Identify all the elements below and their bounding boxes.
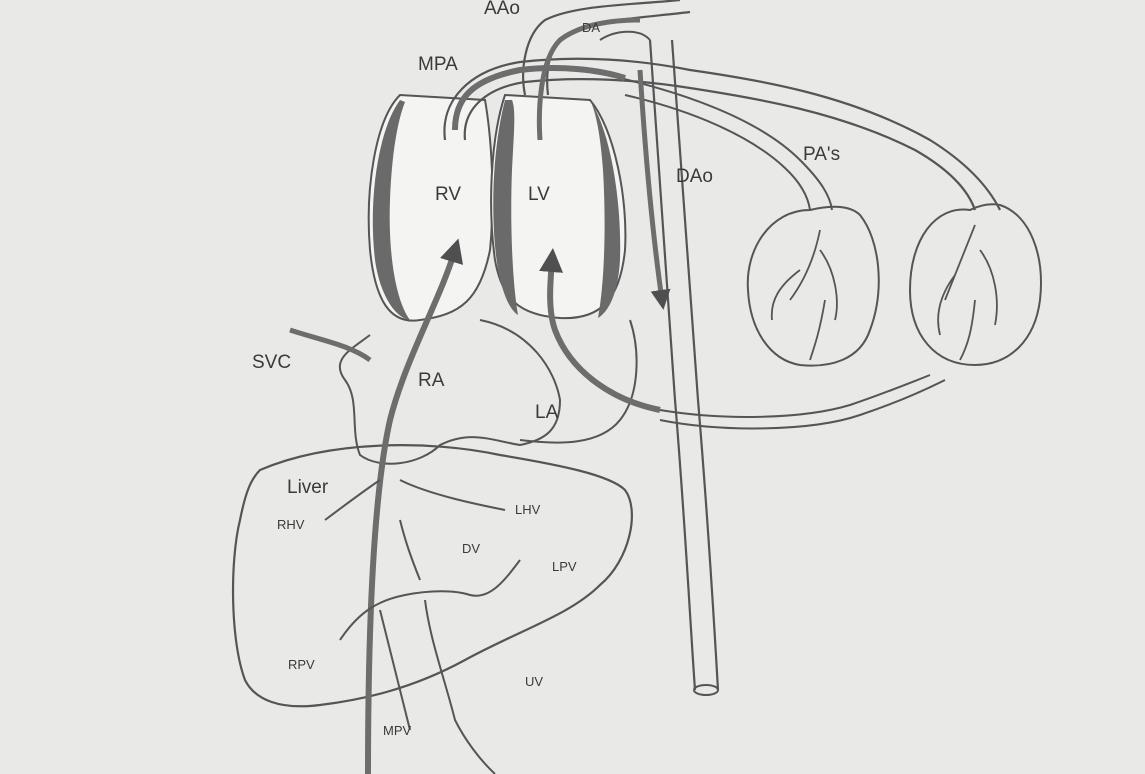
descending-aorta-inner (672, 40, 718, 690)
flow-arrow-ivc-to-rv (368, 250, 455, 774)
label-mpv: MPV (383, 723, 412, 738)
label-aao: AAo (484, 0, 520, 19)
ductus-venosus (400, 520, 420, 580)
lung-right-branches (938, 225, 997, 360)
descending-aorta (650, 40, 695, 690)
right-atrium-outline (340, 320, 560, 464)
pulmonary-branch-right-inner (625, 95, 810, 210)
lung-left-branches (772, 230, 837, 360)
label-rhv: RHV (277, 517, 305, 532)
lung-left (748, 207, 879, 366)
label-pas: PA's (803, 144, 840, 165)
label-ra: RA (418, 370, 445, 391)
left-hepatic-vein (400, 480, 505, 510)
label-dv: DV (462, 541, 480, 556)
pulmonary-venous-return-inner (660, 380, 945, 428)
descending-aorta-end (694, 685, 718, 695)
right-hepatic-vein (325, 480, 380, 520)
label-dao: DAo (676, 166, 713, 187)
main-portal-vein (380, 610, 410, 730)
label-la: LA (535, 402, 559, 423)
label-mpa: MPA (418, 54, 458, 75)
label-lpv: LPV (552, 559, 577, 574)
label-da: DA (582, 20, 600, 35)
umbilical-vein (425, 600, 495, 774)
ductus-arteriosus (600, 32, 650, 40)
label-lv: LV (528, 184, 550, 205)
ascending-aorta-inner (547, 12, 690, 95)
lung-right (910, 204, 1041, 365)
label-uv: UV (525, 674, 543, 689)
label-lhv: LHV (515, 502, 541, 517)
label-svc: SVC (252, 352, 291, 373)
left-atrium-outline (520, 320, 637, 443)
label-rpv: RPV (288, 657, 315, 672)
label-rv: RV (435, 184, 461, 205)
pulmonary-branch-right (620, 78, 832, 210)
label-liver: Liver (287, 477, 329, 498)
pulmonary-venous-return (660, 375, 930, 417)
